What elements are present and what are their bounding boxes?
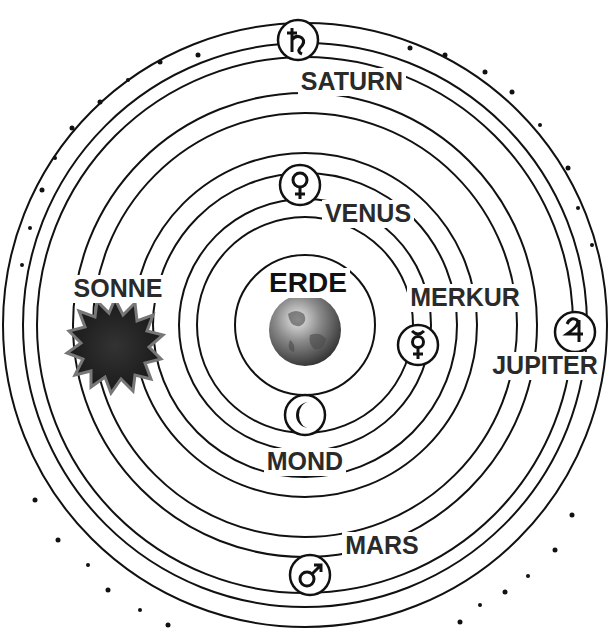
earth-name: ERDE (266, 268, 350, 299)
fixed-stars (20, 46, 594, 628)
sun-illustration (67, 299, 163, 393)
planet-name: VENUS (322, 200, 414, 228)
planet-name: MARS (342, 532, 422, 560)
planet-name: SATURN (298, 68, 406, 96)
orbit-circles (3, 23, 607, 627)
planet-name: MERKUR (407, 284, 523, 312)
planet-name: JUPITER (489, 352, 601, 380)
planet-name: SONNE (71, 275, 166, 303)
planet-symbols (278, 20, 595, 595)
moon-name: MOND (264, 448, 346, 476)
earth-illustration (269, 294, 341, 366)
